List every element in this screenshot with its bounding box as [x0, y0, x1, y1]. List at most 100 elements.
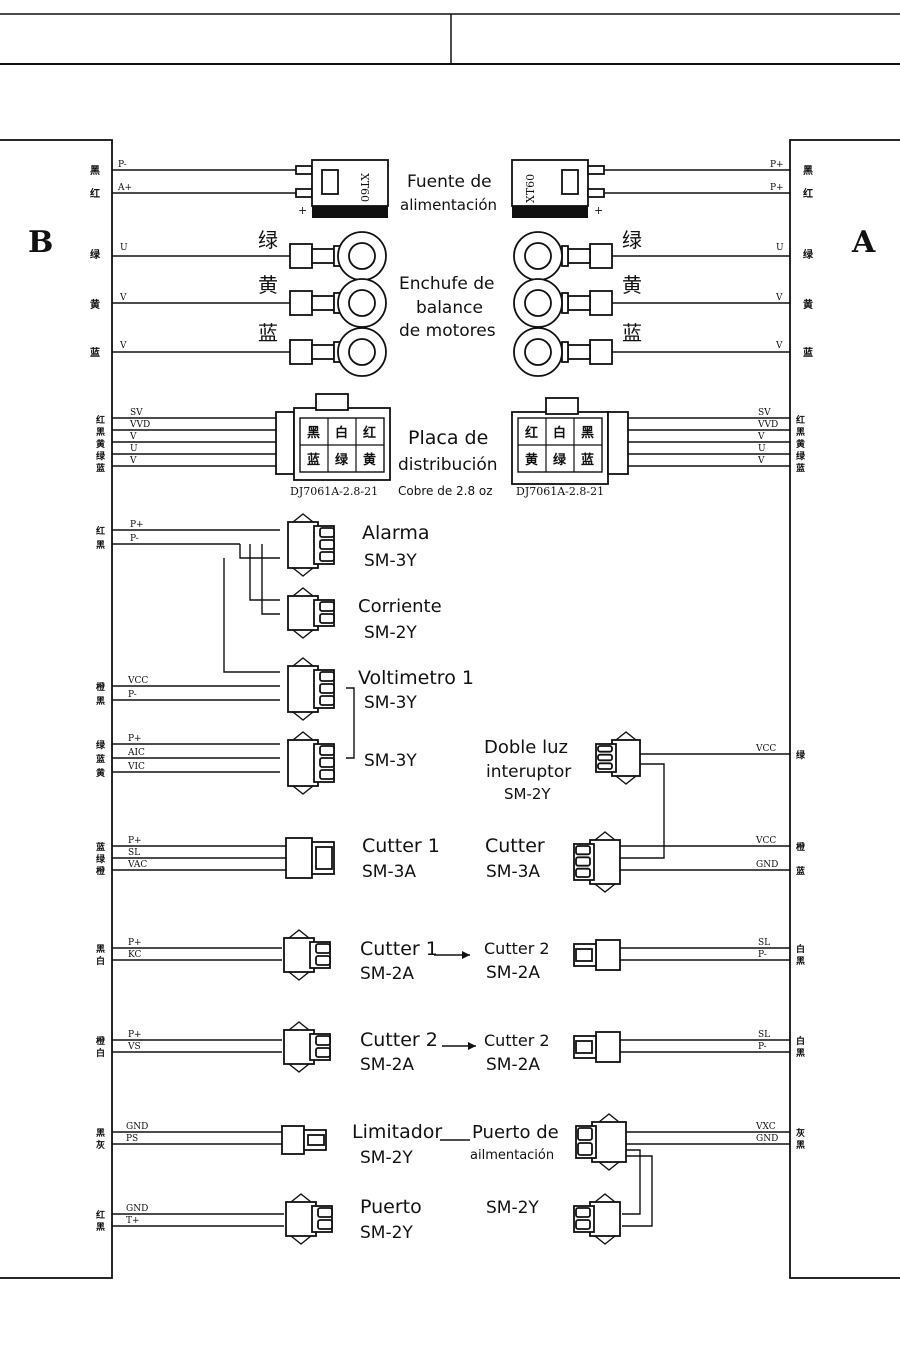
power-section: XT60 + XT60 + Fuente de alimentación P- … [90, 159, 813, 218]
dist-pin-r3: V [757, 432, 765, 442]
voltimetro-type: SM-3Y [364, 693, 417, 713]
cutter1-2a-connector [283, 929, 331, 981]
dist-pin-r5: V [757, 456, 765, 466]
cutter2-r1-color-1: 白 [796, 943, 805, 955]
cutter2-r1-name: Cutter 2 [484, 939, 550, 958]
panel-b-label: B [28, 225, 53, 260]
xt60-left-plus: + [298, 204, 307, 217]
balance-pin-r3: V [775, 341, 783, 351]
cutter2-r2-pin-2: P- [758, 1042, 767, 1052]
cutter2-2a-type: SM-2A [360, 1055, 414, 1075]
cutter2-r1-connector [573, 939, 621, 971]
balance-label-2: balance [416, 298, 483, 318]
balance-side-r3: 蓝 [803, 346, 813, 359]
voltimetro-name: Voltimetro 1 [358, 667, 474, 689]
puerto-alim-name-2: ailmentación [470, 1148, 554, 1163]
dist-label-2: distribución [398, 455, 498, 475]
dist-cell-r5: 绿 [553, 452, 567, 468]
dist-cell-l6: 黄 [363, 452, 376, 468]
dist-color-r3: 黄 [796, 438, 805, 450]
power-color-l2: 红 [90, 187, 100, 200]
puerto-name: Puerto [360, 1196, 422, 1218]
puerto-pin-2: T+ [126, 1216, 140, 1226]
panel-b [0, 139, 113, 1279]
doble-luz-pin: VCC [755, 744, 776, 754]
dist-cell-r4: 黄 [525, 452, 538, 468]
sm3y-color-2: 蓝 [96, 753, 105, 765]
balance-pin-l1: U [120, 243, 128, 253]
balance-side-l2: 黄 [90, 298, 100, 311]
alarma-color-2: 黑 [96, 540, 105, 551]
dist-cell-r3: 黑 [581, 426, 594, 441]
cutter1-3a-pin-3: VAC [127, 860, 147, 870]
dist-pin-l3: V [129, 432, 137, 442]
cutter2-2a-name: Cutter 2 [360, 1029, 438, 1051]
cutter1-2a-name: Cutter 1 [360, 938, 438, 960]
dist-cell-l4: 蓝 [307, 452, 320, 468]
dist-pin-l4: U [130, 444, 138, 454]
title-block [0, 13, 900, 65]
cutter2-2a-color-2: 白 [96, 1047, 105, 1059]
cutter2-r2-pin-1: SL [758, 1030, 770, 1040]
puerto-alim-name-1: Puerto de [472, 1122, 559, 1143]
limitador-name: Limitador [352, 1121, 442, 1143]
dist-color-l1: 红 [96, 414, 105, 426]
balance-color-r3: 蓝 [622, 321, 642, 345]
doble-luz-name-1: Doble luz [484, 737, 568, 758]
balance-color-l2: 黄 [258, 273, 278, 297]
cutter2-2a-wiring [112, 1039, 790, 1053]
doble-luz-connector [595, 731, 641, 785]
dist-cell-r2: 白 [553, 425, 566, 441]
balance-color-r2: 黄 [622, 273, 642, 297]
balance-color-l1: 绿 [258, 228, 278, 252]
cutter-3a-type: SM-3A [486, 862, 540, 882]
power-pin-l2: A+ [117, 183, 132, 193]
dist-pin-l1: SV [130, 408, 143, 418]
sm3y-connector [287, 731, 335, 795]
dist-color-r5: 蓝 [796, 462, 805, 474]
sm3y-pin-1: P+ [128, 734, 142, 744]
distribution-section [112, 393, 790, 485]
puerto-pin-1: GND [126, 1204, 148, 1214]
cutter-3a-name: Cutter [485, 835, 545, 857]
corriente-connector [287, 587, 335, 639]
cutter-3a-connector [573, 831, 621, 893]
cutter1-3a-name: Cutter 1 [362, 835, 440, 857]
dist-color-l5: 蓝 [96, 462, 105, 474]
corriente-type: SM-2Y [364, 623, 417, 643]
doble-luz-type: SM-2Y [504, 785, 551, 803]
connector-shapes [281, 513, 641, 1245]
balance-side-r1: 绿 [803, 248, 814, 261]
cutter2-r1-type: SM-2A [486, 963, 540, 983]
alarma-name: Alarma [362, 522, 430, 544]
dist-color-r1: 红 [796, 414, 805, 426]
cutter-3a-pin-1: VCC [755, 836, 776, 846]
limitador-pin-2: PS [126, 1134, 138, 1144]
dist-label-1: Placa de [408, 427, 488, 449]
cutter1-2a-color-2: 白 [96, 955, 105, 967]
limitador-color-2: 灰 [96, 1139, 105, 1151]
cutter2-2a-connector [283, 1021, 331, 1073]
xt60-left-model: XT60 [358, 173, 371, 202]
power-pin-r2: P+ [770, 183, 784, 193]
cutter-3a-color-1: 橙 [796, 841, 806, 853]
puerto-type: SM-2Y [360, 1223, 413, 1243]
puerto-color-2: 黑 [96, 1222, 105, 1233]
corriente-name: Corriente [358, 596, 442, 617]
cutter1-2a-wiring [112, 947, 790, 961]
balance-label-3: de motores [399, 321, 496, 341]
dist-connector-left [293, 407, 391, 481]
voltimetro-pin-1: VCC [127, 676, 148, 686]
cutter1-3a-pin-1: P+ [128, 836, 142, 846]
balance-section [112, 231, 790, 377]
cutter1-3a-wiring [112, 845, 286, 871]
power-pin-r1: P+ [770, 160, 784, 170]
alarma-pin-2: P- [130, 534, 139, 544]
dist-pin-l5: V [129, 456, 137, 466]
dist-pin-r1: SV [758, 408, 771, 418]
balance-pin-l2: V [119, 293, 127, 303]
xt60-right-model: XT60 [524, 174, 537, 203]
puerto-alim-pin-1: VXC [755, 1122, 776, 1132]
cutter2-2a-color-1: 橙 [96, 1035, 106, 1047]
